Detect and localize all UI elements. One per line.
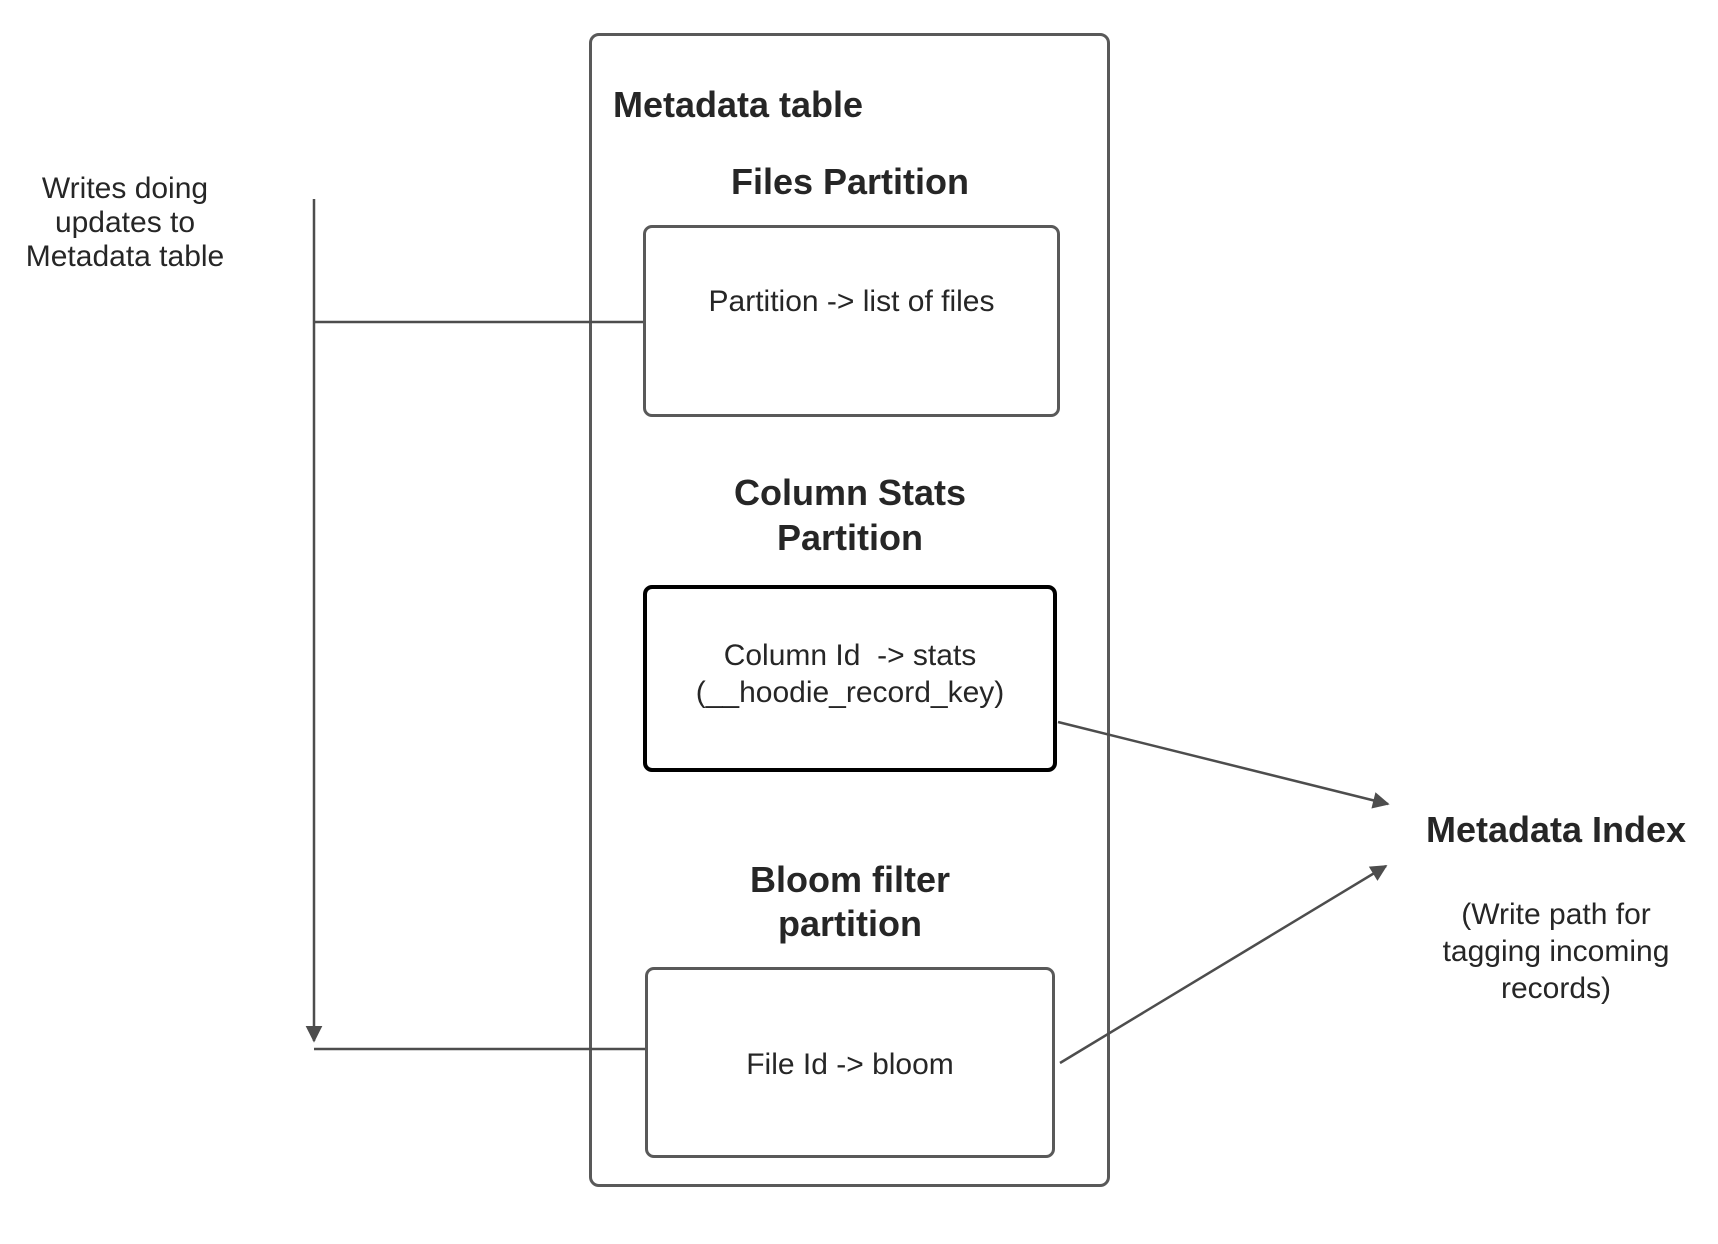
writes-note: Writes doing updates to Metadata table: [25, 172, 225, 273]
bloom-filter-partition-box: [645, 967, 1055, 1158]
bloom-filter-partition-header: Bloom filter partition: [749, 859, 950, 944]
files-partition-mapping: Partition -> list of files: [708, 285, 995, 318]
metadata-table-title: Metadata table: [613, 84, 864, 125]
column-stats-partition-box: [643, 585, 1057, 772]
files-partition-box: [643, 225, 1060, 417]
files-partition-header: Files Partition: [730, 161, 970, 202]
metadata-index-subtitle: (Write path for tagging incoming records…: [1442, 898, 1670, 1005]
bloom-filter-partition-mapping: File Id -> bloom: [746, 1048, 954, 1081]
column-stats-partition-mapping: Column Id -> stats (__hoodie_record_key): [695, 639, 1005, 709]
metadata-index-title: Metadata Index: [1425, 809, 1687, 850]
column-stats-partition-header: Column Stats Partition: [733, 472, 966, 558]
